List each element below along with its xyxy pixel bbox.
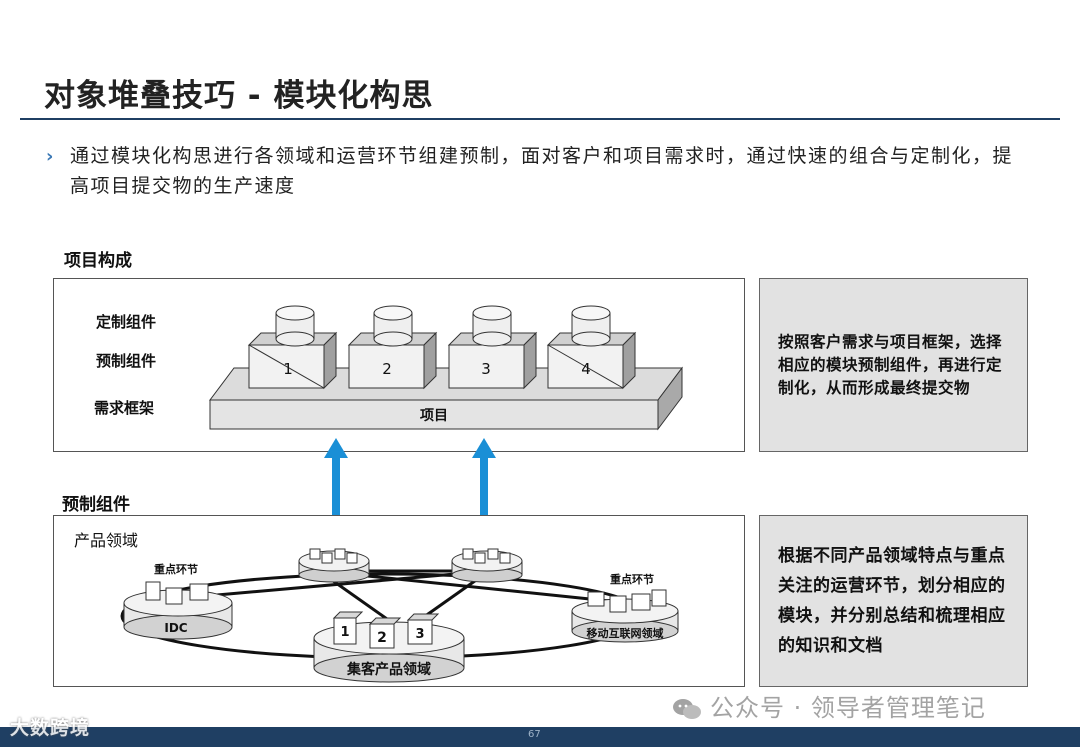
enterprise-module-label: 3 xyxy=(415,627,424,642)
project-panel: 定制组件 预制组件 需求框架 项目 1 2 xyxy=(53,278,745,452)
up-arrow-icon xyxy=(472,438,496,536)
wechat-icon xyxy=(673,699,701,719)
enterprise-module-label: 2 xyxy=(377,630,387,646)
page-number: 67 xyxy=(528,729,541,740)
page-title: 对象堆叠技巧 - 模块化构思 xyxy=(44,78,434,114)
bullet-text: 通过模块化构思进行各领域和运营环节组建预制，面对客户和项目需求时，通过快速的组合… xyxy=(70,145,1014,197)
enterprise-module-1: 1 xyxy=(332,611,364,645)
enterprise-module-2: 2 xyxy=(368,617,402,649)
project-section-label: 项目构成 xyxy=(64,251,132,271)
key-link-label-right: 重点环节 xyxy=(610,572,654,586)
project-note: 按照客户需求与项目框架，选择相应的模块预制组件，再进行定制化，从而形成最终提交物 xyxy=(759,278,1028,452)
idc-node: 重点环节 IDC xyxy=(123,562,233,640)
watermark-left: 大数跨境 xyxy=(10,717,91,739)
prefab-note: 根据不同产品领域特点与重点关注的运营环节，划分相应的模块，并分别总结和梳理相应的… xyxy=(759,515,1028,687)
project-base-label: 项目 xyxy=(420,408,448,424)
footer-bar xyxy=(0,727,1080,747)
enterprise-product-node: 1 2 3 集客产品领域 xyxy=(313,611,465,683)
module-label: 3 xyxy=(481,360,491,378)
key-link-label-left: 重点环节 xyxy=(154,562,198,576)
enterprise-module-3: 3 xyxy=(406,613,440,645)
mobile-internet-label: 移动互联网领域 xyxy=(587,626,664,640)
layer-label-framework: 需求框架 xyxy=(94,399,154,417)
up-arrow-icon xyxy=(324,438,348,536)
assembly-arrows xyxy=(324,438,496,536)
enterprise-label: 集客产品领域 xyxy=(346,661,431,678)
watermark-right-text: 公众号 · 领导者管理笔记 xyxy=(710,694,986,722)
project-module-3: 3 xyxy=(447,305,538,390)
project-module-4: 4 xyxy=(546,305,637,390)
prefab-section-label: 预制组件 xyxy=(62,495,130,515)
mobile-internet-node: 重点环节 移动互联网领域 xyxy=(571,572,679,643)
project-module-2: 2 xyxy=(347,305,438,390)
hub-node-right xyxy=(451,548,523,583)
bullet-chevron-icon: › xyxy=(46,146,54,167)
project-note-text: 按照客户需求与项目框架，选择相应的模块预制组件，再进行定制化，从而形成最终提交物 xyxy=(778,332,1003,397)
project-module-1: 1 xyxy=(247,305,338,390)
domain-network-diagram: 产品领域 xyxy=(74,531,679,683)
prefab-panel: 产品领域 xyxy=(53,515,745,687)
hub-node-left xyxy=(298,548,370,583)
enterprise-module-label: 1 xyxy=(340,625,349,640)
watermark-right: 公众号 · 领导者管理笔记 xyxy=(672,688,986,723)
layer-label-custom: 定制组件 xyxy=(96,313,156,331)
module-label: 2 xyxy=(382,360,392,378)
prefab-note-text: 根据不同产品领域特点与重点关注的运营环节，划分相应的模块，并分别总结和梳理相应的… xyxy=(778,546,1006,656)
module-label: 4 xyxy=(581,360,591,378)
prefab-panel-title: 产品领域 xyxy=(74,531,138,550)
idc-label: IDC xyxy=(164,621,187,635)
title-divider xyxy=(20,118,1060,120)
layer-label-prefab: 预制组件 xyxy=(96,352,156,370)
module-label: 1 xyxy=(283,360,293,378)
project-diagram: 定制组件 预制组件 需求框架 项目 1 2 xyxy=(94,305,683,431)
